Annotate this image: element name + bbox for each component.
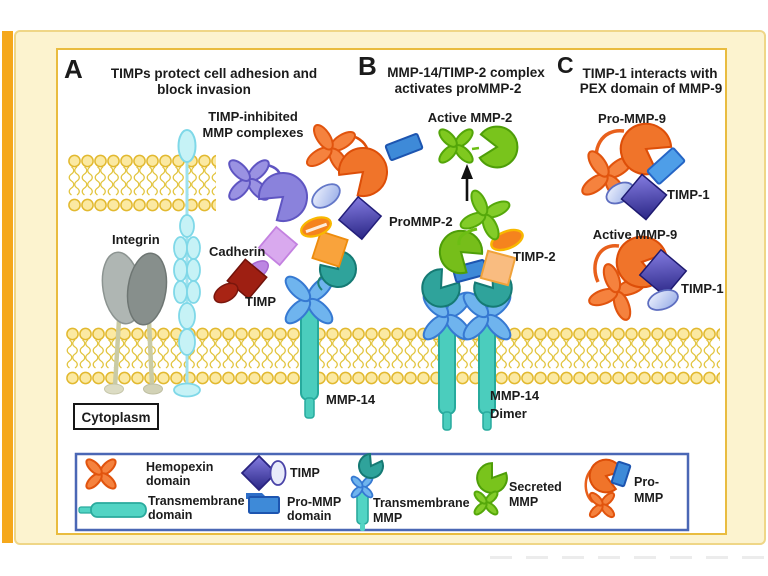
panel-c-text: C TIMP-1 interacts with PEX domain of MM… (557, 52, 724, 296)
mmp14-label: MMP-14 (326, 392, 376, 407)
panel-a-title-line1: TIMPs protect cell adhesion and (111, 66, 317, 81)
legend-transmembrane-domain-line2: domain (148, 508, 192, 522)
panel-b-letter: B (358, 51, 377, 81)
legend-transmembrane-mmp-line1: Transmembrane (373, 496, 470, 510)
legend-timp-label: TIMP (290, 466, 320, 480)
panel-b-text: B MMP-14/TIMP-2 complex activates proMMP… (358, 51, 556, 421)
legend-pro-mmp-domain-line1: Pro-MMP (287, 495, 341, 509)
panel-c-title-line1: TIMP-1 interacts with (582, 66, 717, 81)
transmembrane-mmp-icon (348, 450, 388, 531)
timp1-diamond-icon (620, 173, 668, 221)
legend-hemopexin-line2: domain (146, 474, 190, 488)
legend-transmembrane-domain-line1: Transmembrane (148, 494, 245, 508)
transmembrane-domain-icon (78, 502, 147, 518)
legend (74, 450, 690, 532)
mmp14-dimer-label-line2: Dimer (490, 406, 527, 421)
timp-inhibited-complex-purple (224, 155, 318, 282)
cadherin-molecule (173, 129, 201, 398)
active-mmp2-label: Active MMP-2 (428, 110, 513, 125)
mmp14-dimer-molecule (413, 184, 524, 431)
complexes-label-line1: TIMP-inhibited (208, 109, 298, 124)
timp2-label: TIMP-2 (513, 249, 556, 264)
panel-a-text: A TIMPs protect cell adhesion and block … (64, 54, 376, 425)
pro-mmp-domain-icon (646, 147, 686, 185)
panel-a-title-line2: block invasion (157, 82, 251, 97)
pro-mmp9-complex (576, 113, 686, 221)
panel-c-title-line2: PEX domain of MMP-9 (580, 81, 723, 96)
mmp14-dimer-label-line1: MMP-14 (490, 388, 540, 403)
panel-b-title-line2: activates proMMP-2 (395, 81, 522, 96)
timp-diamond-icon (337, 195, 383, 241)
left-accent-bar (2, 31, 13, 543)
cytoplasm-box (73, 403, 159, 430)
pro-mmp-domain-icon (384, 133, 424, 161)
timp-molecule (213, 258, 268, 304)
legend-transmembrane-mmp-line2: MMP (373, 511, 402, 525)
timp1-upper-label: TIMP-1 (667, 187, 710, 202)
timp-icon (240, 454, 287, 492)
panel-b-title-line1: MMP-14/TIMP-2 complex (387, 65, 545, 80)
timp2-oval-icon (300, 216, 332, 238)
prommp2-label: ProMMP-2 (389, 214, 453, 229)
lower-membrane (66, 327, 720, 385)
timp-diamond-icon (257, 225, 299, 267)
legend-pro-mmp-domain-line2: domain (287, 509, 331, 523)
bottom-dashes (490, 556, 768, 559)
timp1-diamond-icon (638, 248, 688, 298)
panel-c-letter: C (557, 52, 574, 78)
timp2-square-icon (311, 230, 349, 268)
timp-label: TIMP (245, 294, 276, 309)
timp2-square-icon (479, 249, 517, 287)
timp1-oval-icon (647, 289, 679, 311)
pro-mmp-domain-icon (246, 493, 280, 514)
cytoplasm-label: Cytoplasm (81, 410, 150, 425)
cytoplasmic-tail-icon (304, 397, 315, 419)
legend-secreted-mmp-line1: Secreted (509, 480, 562, 494)
active-mmp9-complex (581, 230, 688, 328)
upper-membrane (68, 154, 216, 212)
active-mmp2-molecule (384, 124, 520, 170)
mmp14-molecule (280, 216, 365, 419)
pro-mmp-icon (584, 454, 632, 521)
timp1-lower-label: TIMP-1 (681, 281, 724, 296)
active-mmp9-label: Active MMP-9 (593, 227, 678, 242)
integrin-label: Integrin (112, 232, 160, 247)
integrin-molecule (101, 251, 168, 395)
legend-text: Hemopexin domain Transmembrane domain TI… (146, 460, 663, 525)
legend-pro-mmp-line1: Pro- (634, 475, 659, 489)
legend-pro-mmp-line2: MMP (634, 491, 663, 505)
activation-arrow (461, 164, 473, 201)
mmp-catalytic-icon (478, 124, 520, 170)
complexes-label-line2: MMP complexes (203, 125, 304, 140)
hemopexin-domain-icon (435, 125, 477, 167)
pro-mmp9-label: Pro-MMP-9 (598, 111, 666, 126)
legend-hemopexin-line1: Hemopexin (146, 460, 213, 474)
timp-inhibited-complex-orange (301, 119, 398, 241)
panel-a-letter: A (64, 54, 83, 84)
cadherin-label: Cadherin (209, 244, 265, 259)
legend-secreted-mmp-line2: MMP (509, 495, 538, 509)
timp-oval-icon (311, 183, 341, 209)
